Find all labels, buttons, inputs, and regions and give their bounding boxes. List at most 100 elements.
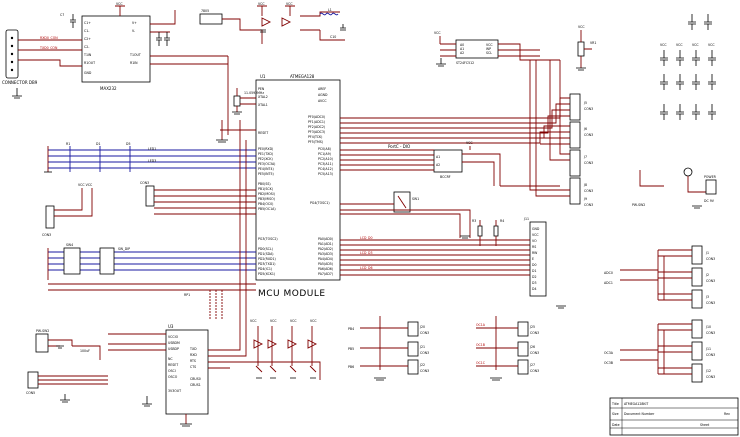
- svg-text:LCD_D3: LCD_D3: [360, 251, 373, 255]
- svg-text:SCL: SCL: [486, 51, 492, 55]
- svg-text:PE3(OC3A): PE3(OC3A): [258, 162, 275, 166]
- u3-ref: U3: [168, 324, 174, 329]
- svg-text:PD0(SCL): PD0(SCL): [258, 247, 273, 251]
- svg-text:PD1(SDA): PD1(SDA): [258, 252, 274, 256]
- svg-text:VCC: VCC: [286, 2, 293, 6]
- title-block: Title ATMEGA128KIT Size Document Number …: [609, 397, 739, 436]
- svg-text:PG4(TOSC1): PG4(TOSC1): [310, 201, 330, 205]
- svg-text:J27: J27: [529, 363, 535, 367]
- svg-text:CON3: CON3: [530, 331, 539, 335]
- svg-text:CBUS1: CBUS1: [190, 383, 201, 387]
- title-block-title-lbl: Title: [611, 402, 619, 406]
- mcu-module-title: MCU MODULE: [258, 289, 326, 299]
- svg-text:PE4(INT4): PE4(INT4): [258, 167, 274, 171]
- svg-text:PA5(AD5): PA5(AD5): [318, 262, 333, 266]
- svg-text:OSCI: OSCI: [168, 369, 176, 373]
- svg-text:SW_DIP: SW_DIP: [118, 247, 130, 251]
- svg-text:PC3(A11): PC3(A11): [318, 162, 333, 166]
- svg-text:PF1(ADC1): PF1(ADC1): [308, 120, 325, 124]
- svg-text:VCC: VCC: [434, 31, 441, 35]
- svg-text:VCC VCC: VCC VCC: [78, 183, 93, 187]
- svg-text:GND: GND: [84, 71, 92, 75]
- power-label: POWER: [704, 175, 717, 179]
- svg-text:LED3: LED3: [148, 159, 156, 163]
- power-dc-label: DC 9V: [704, 199, 715, 203]
- svg-text:CON3: CON3: [140, 181, 149, 185]
- svg-text:VCC: VCC: [250, 319, 257, 323]
- svg-text:WP: WP: [486, 47, 491, 51]
- svg-text:D2: D2: [532, 275, 536, 279]
- svg-text:PB3(MISO): PB3(MISO): [258, 197, 275, 201]
- svg-text:J6: J6: [583, 127, 587, 131]
- svg-text:PB6: PB6: [348, 365, 354, 369]
- svg-text:CON3: CON3: [584, 189, 593, 193]
- svg-text:CON3: CON3: [706, 257, 715, 261]
- eeprom-label: ST24FC512: [456, 61, 474, 65]
- svg-text:CON5: CON5: [26, 391, 35, 395]
- svg-text:J25: J25: [529, 325, 535, 329]
- title-block-doc: Document Number: [624, 412, 655, 416]
- svg-text:RTS: RTS: [190, 359, 196, 363]
- svg-text:PW-SW2: PW-SW2: [632, 203, 645, 207]
- svg-text:PD3(TXD1): PD3(TXD1): [258, 262, 276, 266]
- svg-text:PA0(AD0): PA0(AD0): [318, 237, 333, 241]
- svg-text:PB0(SS): PB0(SS): [258, 182, 271, 186]
- svg-text:RESET: RESET: [258, 131, 268, 135]
- svg-text:RESET: RESET: [168, 363, 178, 367]
- svg-text:VCCIO: VCCIO: [168, 335, 179, 339]
- svg-text:L1: L1: [328, 8, 332, 12]
- svg-text:NC: NC: [168, 357, 173, 361]
- svg-text:AREF: AREF: [318, 87, 326, 91]
- svg-text:CON3: CON3: [420, 369, 429, 373]
- svg-text:V+: V+: [132, 21, 137, 25]
- svg-text:VCC: VCC: [270, 319, 277, 323]
- svg-text:V-: V-: [132, 29, 135, 33]
- svg-text:PG3(TOSC2): PG3(TOSC2): [258, 237, 278, 241]
- svg-text:SW1: SW1: [412, 197, 419, 201]
- title-block-date: Date: [612, 423, 620, 427]
- svg-text:D5: D5: [126, 142, 130, 146]
- svg-text:C1-: C1-: [84, 29, 89, 33]
- svg-text:A1: A1: [460, 47, 464, 51]
- svg-text:PF2(ADC2): PF2(ADC2): [308, 125, 325, 129]
- svg-text:PA3(AD3): PA3(AD3): [318, 252, 333, 256]
- svg-text:PD2(RXD1): PD2(RXD1): [258, 257, 276, 261]
- svg-text:E: E: [532, 257, 534, 261]
- svg-text:T1IN: T1IN: [83, 53, 92, 57]
- svg-text:PF0(ADC0): PF0(ADC0): [308, 115, 325, 119]
- svg-text:PW-SW2: PW-SW2: [36, 329, 49, 333]
- svg-text:ADC1: ADC1: [604, 281, 613, 285]
- svg-text:SW4: SW4: [66, 243, 73, 247]
- svg-text:RP1: RP1: [184, 293, 190, 297]
- title-block-rev: Rev: [724, 412, 730, 416]
- svg-text:R1IN: R1IN: [130, 61, 138, 65]
- portc-note: PortC - DIO: [388, 144, 410, 149]
- svg-text:D1: D1: [532, 269, 536, 273]
- svg-text:PEN: PEN: [258, 87, 265, 91]
- svg-text:VO: VO: [532, 239, 537, 243]
- svg-text:J10: J10: [705, 325, 711, 329]
- svg-text:PF5(TMS): PF5(TMS): [308, 140, 323, 144]
- svg-text:J7: J7: [583, 155, 587, 159]
- svg-text:VCC: VCC: [258, 2, 265, 6]
- svg-text:A2: A2: [460, 51, 464, 55]
- svg-text:VCC: VCC: [532, 233, 539, 237]
- svg-text:PE2(XCK): PE2(XCK): [258, 157, 273, 161]
- svg-text:PF4(TCK): PF4(TCK): [308, 135, 322, 139]
- svg-text:11.0592MHz: 11.0592MHz: [244, 91, 264, 95]
- svg-text:J2: J2: [705, 273, 709, 277]
- svg-text:J20: J20: [419, 325, 425, 329]
- vcc-top-group: VCC VCC VCC: [115, 2, 295, 16]
- mcu-ref: U1: [260, 74, 266, 79]
- title-block-size: Size: [612, 412, 619, 416]
- header-j3: [45, 205, 55, 229]
- svg-text:3V3OUT: 3V3OUT: [168, 389, 181, 393]
- svg-text:PA2(AD2): PA2(AD2): [318, 247, 333, 251]
- svg-text:R1: R1: [66, 142, 70, 146]
- svg-text:J11: J11: [523, 217, 529, 221]
- svg-text:A1: A1: [436, 155, 440, 159]
